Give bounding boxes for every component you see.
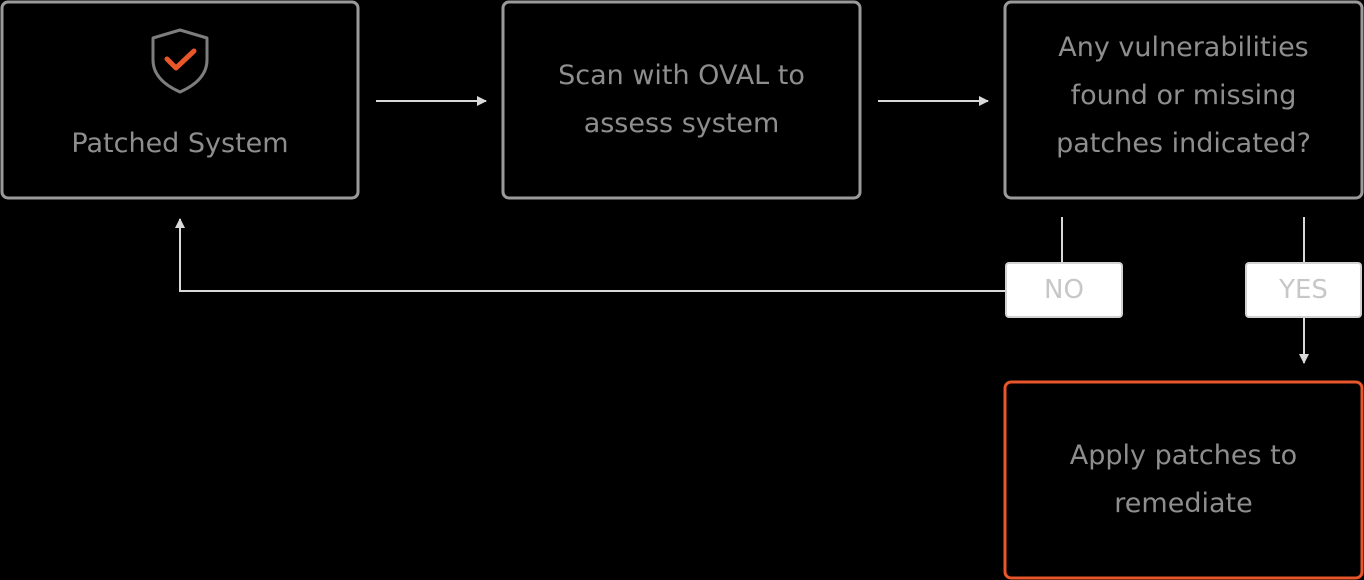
decision-box <box>1003 0 1364 200</box>
decision-label-block: Any vulnerabilities found or missing pat… <box>1005 24 1362 168</box>
scan-label-block: Scan with OVAL to assess system <box>503 52 860 148</box>
yes-branch-badge: YES <box>1245 262 1362 318</box>
decision-label-line-2: found or missing <box>1070 80 1297 111</box>
scan-label-line-2: assess system <box>583 108 780 139</box>
scan-box <box>501 0 862 200</box>
shield-check-icon <box>151 28 209 94</box>
decision-label-line-3: patches indicated? <box>1056 128 1311 159</box>
decision-label-line-1: Any vulnerabilities <box>1058 32 1309 63</box>
no-branch-badge: NO <box>1005 262 1123 318</box>
patched-system-label-block: Patched System <box>2 118 358 170</box>
patched-system-box <box>0 0 360 200</box>
remediate-label-block: Apply patches to remediate <box>1005 432 1362 528</box>
remediate-box <box>1003 380 1364 580</box>
remediate-label-line-2: remediate <box>1114 488 1253 519</box>
scan-label-line-1: Scan with OVAL to <box>558 60 805 91</box>
patched-system-label: Patched System <box>71 128 289 159</box>
no-branch-return-arrow <box>175 218 1006 292</box>
remediate-label-line-1: Apply patches to <box>1069 440 1298 471</box>
